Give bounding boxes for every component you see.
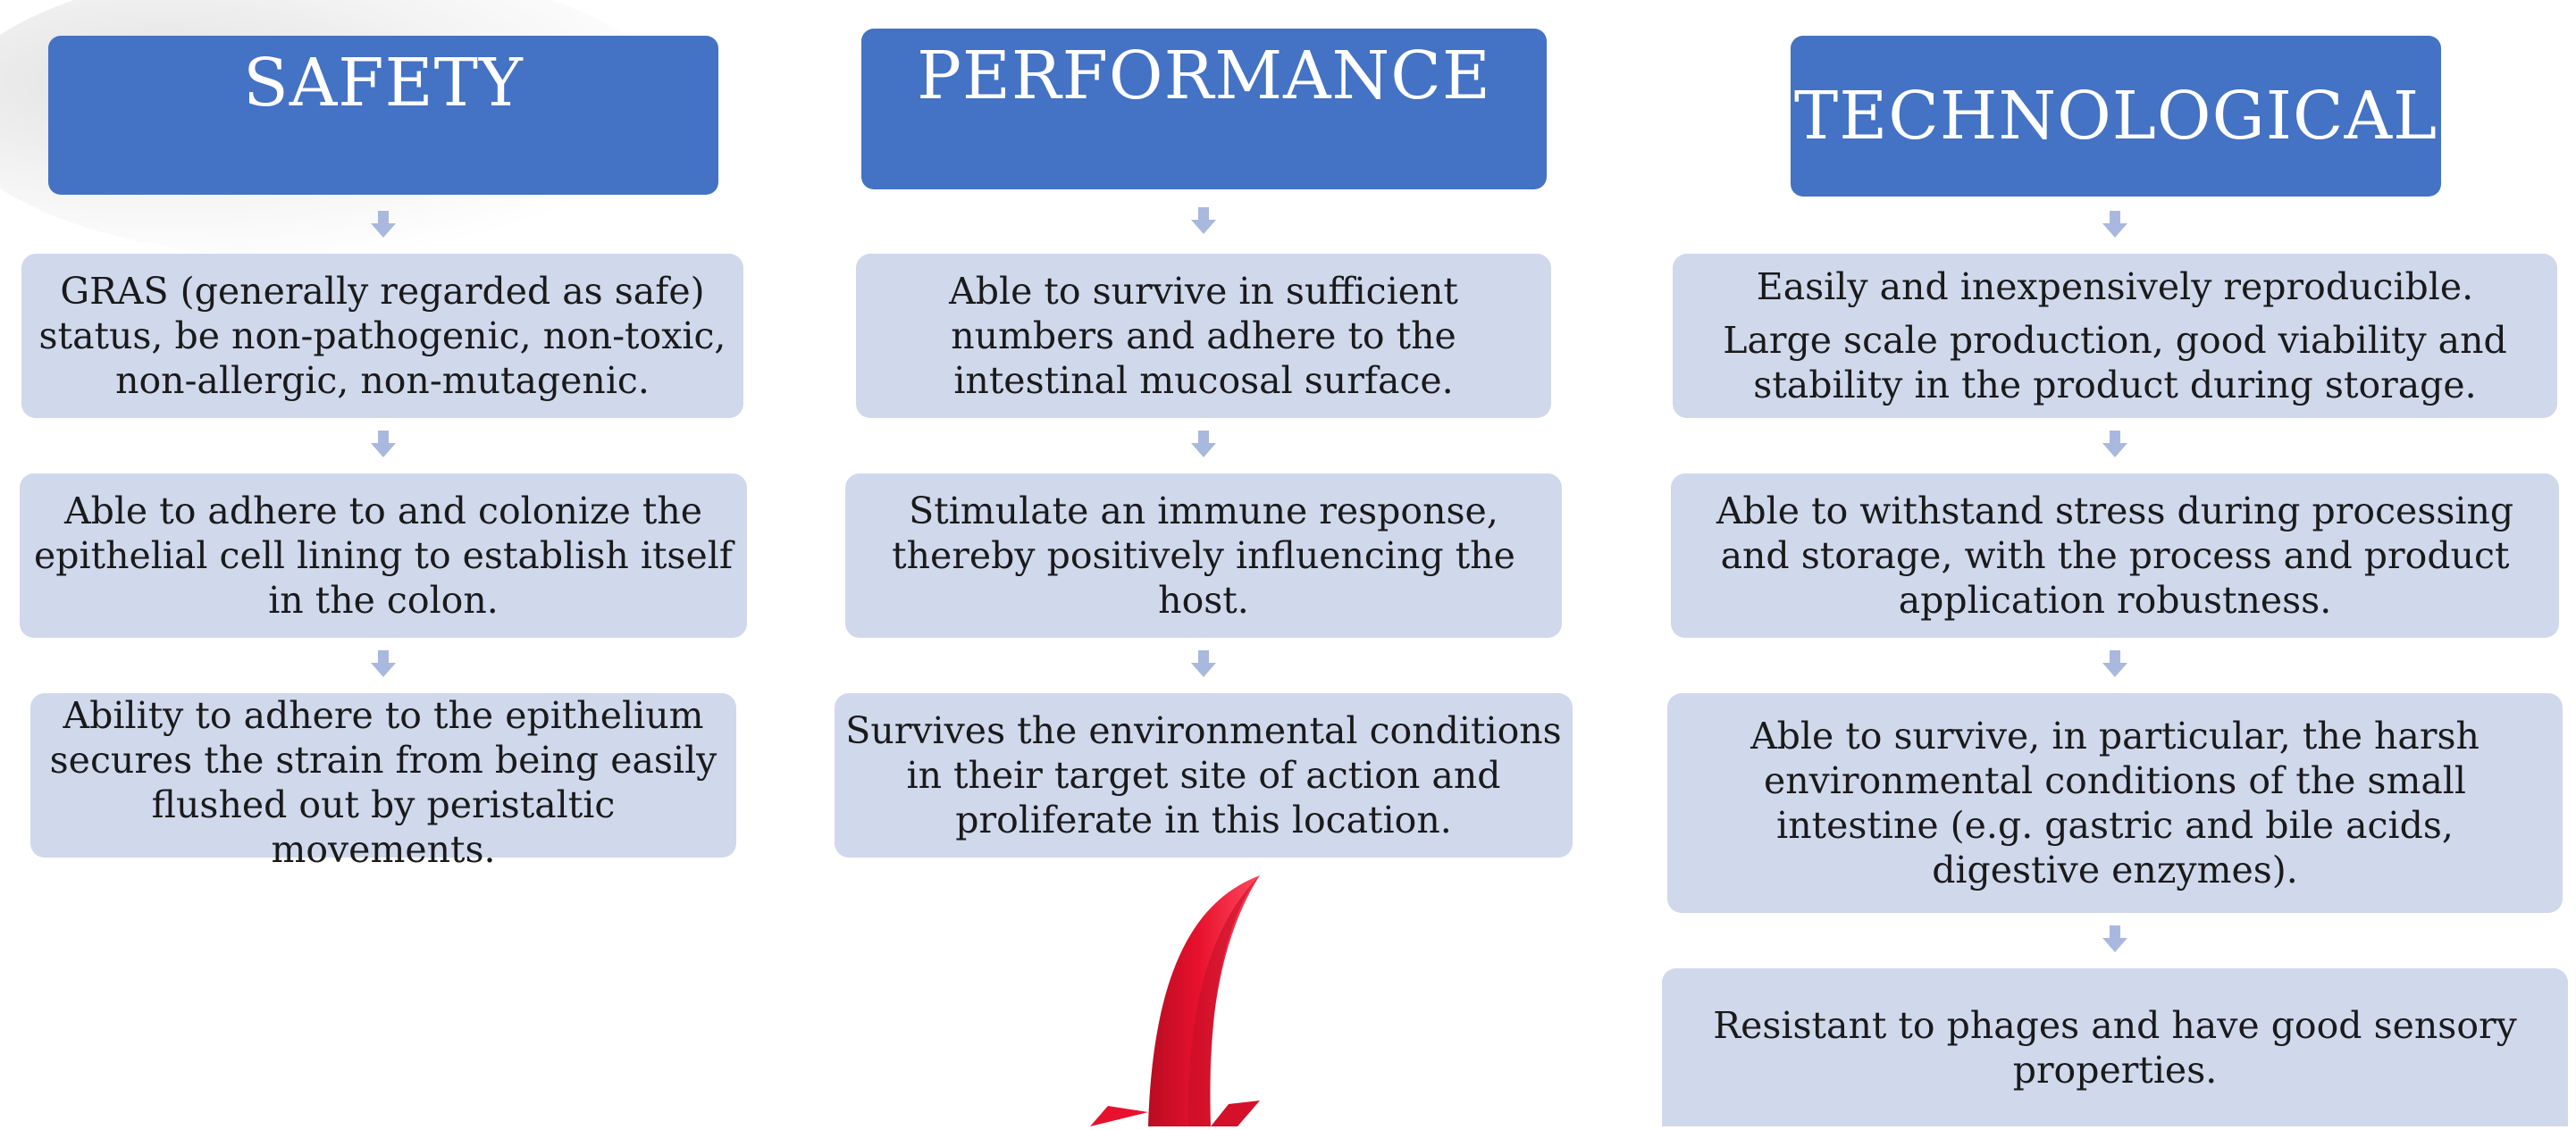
connector-arrow-icon [2102, 650, 2127, 677]
technological-box-2-line-1: Able to withstand stress during processi… [1716, 490, 2514, 532]
technological-box-2: Able to withstand stress during processi… [1671, 473, 2559, 638]
connector-arrow-icon [2102, 431, 2127, 457]
safety-box-2-line-3: in the colon. [268, 579, 499, 622]
connector-arrow-icon [2102, 211, 2127, 238]
technological-box-3-line-2: environmental conditions of the small [1763, 759, 2467, 802]
connector-arrow-icon [1191, 207, 1216, 234]
header-technological: TECHNOLOGICAL [1791, 36, 2441, 197]
technological-box-4: Resistant to phages and have good sensor… [1662, 968, 2568, 1126]
performance-box-2-line-1: Stimulate an immune response, [909, 490, 1498, 532]
technological-box-3-line-1: Able to survive, in particular, the hars… [1750, 715, 2480, 758]
safety-box-1-line-3: non-allergic, non-mutagenic. [115, 359, 650, 402]
curved-red-arrow-icon [1054, 866, 1287, 1126]
header-performance-label: PERFORMANCE [917, 38, 1491, 114]
safety-box-1-line-2: status, be non-pathogenic, non-toxic, [38, 314, 726, 357]
performance-box-3-line-2: in their target site of action and [906, 754, 1501, 797]
safety-box-2-line-1: Able to adhere to and colonize the [63, 490, 703, 532]
performance-box-1-line-1: Able to survive in sufficient [949, 270, 1458, 313]
header-safety: SAFETY [48, 36, 718, 195]
safety-box-1-line-1: GRAS (generally regarded as safe) [60, 270, 705, 313]
technological-box-4-line-1: Resistant to phages and have good sensor… [1713, 1003, 2517, 1047]
technological-box-1-line-3: stability in the product during storage. [1753, 364, 2477, 406]
safety-box-1: GRAS (generally regarded as safe) status… [21, 254, 743, 418]
connector-arrow-icon [2102, 925, 2127, 952]
technological-box-1: Easily and inexpensively reproducible. L… [1673, 254, 2557, 418]
technological-box-3-line-4: digestive enzymes). [1932, 849, 2298, 891]
safety-box-2: Able to adhere to and colonize the epith… [20, 473, 747, 638]
connector-arrow-icon [371, 650, 396, 677]
technological-box-3: Able to survive, in particular, the hars… [1667, 693, 2563, 913]
header-safety-label: SAFETY [243, 45, 524, 121]
performance-box-3: Survives the environmental conditions in… [835, 693, 1573, 858]
performance-box-2-line-3: host. [1158, 579, 1249, 622]
safety-box-3-line-1: Ability to adhere to the epithelium [63, 694, 704, 737]
connector-arrow-icon [1191, 431, 1216, 457]
header-performance: PERFORMANCE [861, 29, 1547, 189]
header-technological-label: TECHNOLOGICAL [1793, 78, 2438, 155]
performance-box-1-line-3: intestinal mucosal surface. [953, 359, 1454, 402]
technological-box-2-line-3: application robustness. [1898, 579, 2332, 622]
safety-box-3-line-2: secures the strain from being easily [49, 739, 717, 782]
technological-box-2-line-2: and storage, with the process and produc… [1720, 534, 2510, 577]
connector-arrow-icon [371, 211, 396, 238]
technological-box-1-line-2: Large scale production, good viability a… [1723, 319, 2507, 362]
connector-arrow-icon [1191, 650, 1216, 677]
safety-box-3-line-4: movements. [271, 828, 496, 871]
performance-box-2-line-2: thereby positively influencing the [892, 534, 1515, 577]
technological-box-4-line-2: properties. [2012, 1048, 2218, 1092]
performance-box-1: Able to survive in sufficient numbers an… [856, 254, 1551, 418]
safety-box-3-line-3: flushed out by peristaltic [151, 783, 616, 826]
technological-box-1-line-1: Easily and inexpensively reproducible. [1756, 265, 2474, 308]
performance-box-3-line-1: Survives the environmental conditions [845, 709, 1562, 752]
performance-box-3-line-3: proliferate in this location. [955, 799, 1452, 841]
safety-box-2-line-2: epithelial cell lining to establish itse… [33, 534, 734, 577]
performance-box-1-line-2: numbers and adhere to the [951, 314, 1456, 357]
technological-box-3-line-3: intestine (e.g. gastric and bile acids, [1776, 804, 2454, 847]
connector-arrow-icon [371, 431, 396, 457]
performance-box-2: Stimulate an immune response, thereby po… [845, 473, 1562, 638]
safety-box-3: Ability to adhere to the epithelium secu… [30, 693, 736, 871]
